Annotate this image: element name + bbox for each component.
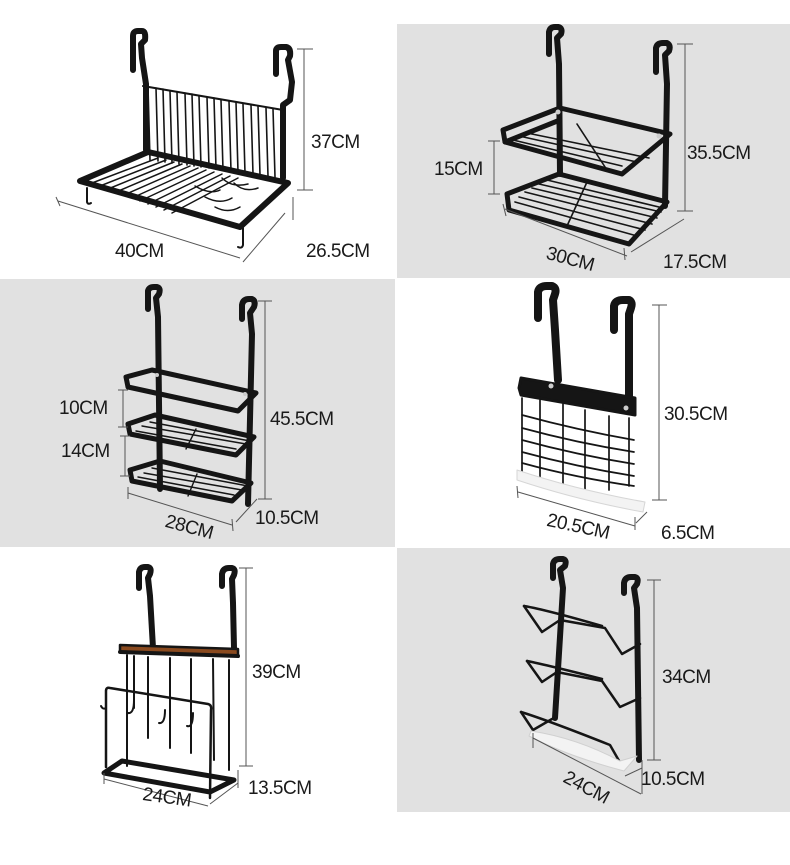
tier-gap-bottom-label: 14CM bbox=[61, 441, 110, 462]
tier-gap-label: 15CM bbox=[434, 159, 483, 180]
height-label: 34CM bbox=[662, 667, 711, 688]
three-tier-shelf-icon bbox=[118, 284, 272, 532]
depth-label: 13.5CM bbox=[248, 778, 312, 799]
height-label: 35.5CM bbox=[687, 143, 751, 164]
product-panel-dish-rack: 37CM 40CM 26.5CM bbox=[0, 0, 396, 278]
depth-label: 26.5CM bbox=[306, 241, 370, 262]
product-panel-two-tier-rack: 35.5CM 15CM 30CM 17.5CM bbox=[397, 24, 790, 278]
product-panel-three-tier-rack: 45.5CM 10CM 14CM 28CM 10.5CM bbox=[0, 279, 395, 547]
utensil-basket-icon bbox=[516, 282, 667, 530]
product-panel-knife-holder: 39CM 24CM 13.5CM bbox=[0, 548, 395, 812]
height-label: 30.5CM bbox=[664, 404, 728, 425]
dish-rack-icon bbox=[55, 28, 313, 263]
lid-rack-icon bbox=[519, 556, 661, 795]
depth-label: 10.5CM bbox=[641, 769, 705, 790]
product-panel-utensil-basket: 30.5CM 20.5CM 6.5CM bbox=[397, 280, 790, 548]
depth-label: 17.5CM bbox=[663, 252, 727, 273]
width-label: 40CM bbox=[115, 241, 164, 262]
product-panel-lid-rack: 34CM 24CM 10.5CM bbox=[397, 548, 790, 812]
two-tier-shelf-icon bbox=[488, 24, 693, 261]
height-label: 45.5CM bbox=[270, 409, 334, 430]
knife-holder-icon bbox=[100, 564, 253, 807]
height-label: 37CM bbox=[311, 132, 360, 153]
depth-label: 10.5CM bbox=[255, 508, 319, 529]
tier-gap-top-label: 10CM bbox=[59, 398, 108, 419]
height-label: 39CM bbox=[252, 662, 301, 683]
depth-label: 6.5CM bbox=[661, 523, 715, 544]
